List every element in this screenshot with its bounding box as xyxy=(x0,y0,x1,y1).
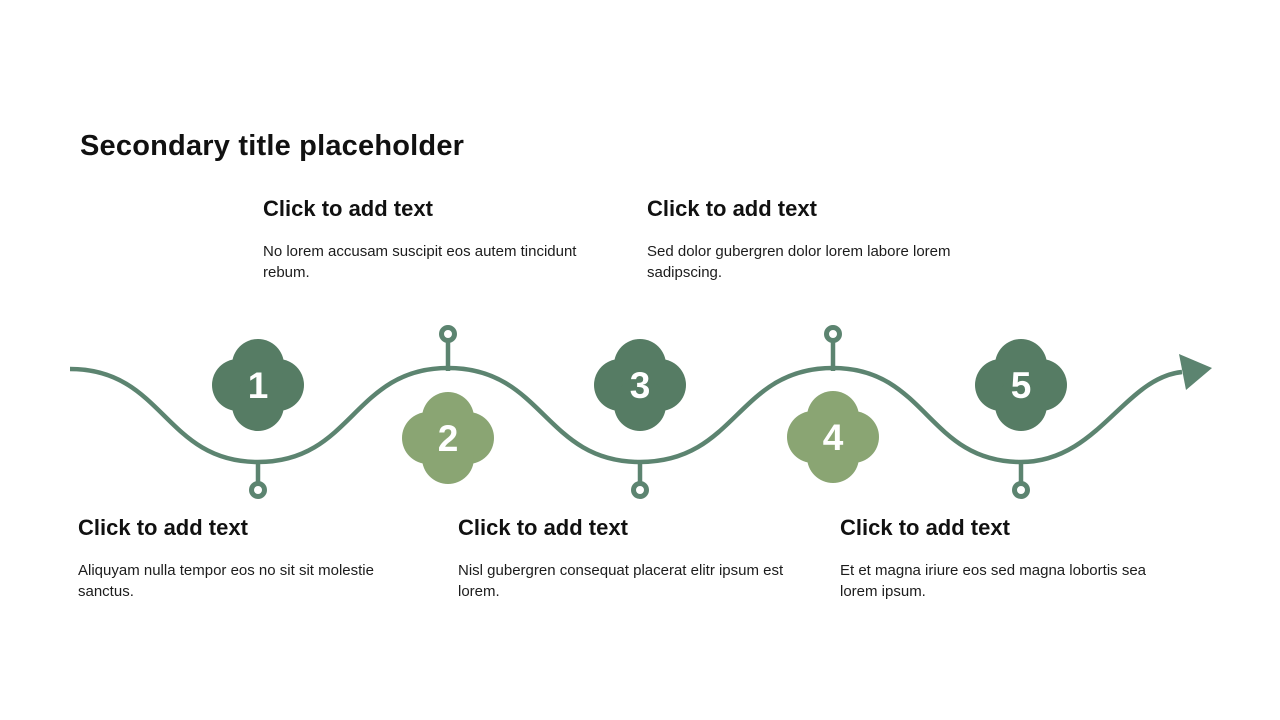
ring-icon xyxy=(631,481,649,499)
text-block-title[interactable]: Click to add text xyxy=(78,515,248,540)
text-block-title[interactable]: Click to add text xyxy=(458,515,628,540)
connector-5 xyxy=(1012,460,1030,499)
arrow-head-icon xyxy=(1179,354,1212,390)
milestone-shape-4[interactable]: 4 xyxy=(787,391,879,483)
milestone-number: 2 xyxy=(438,418,459,459)
text-block-title[interactable]: Click to add text xyxy=(840,515,1010,540)
milestone-shape-1[interactable]: 1 xyxy=(212,339,304,431)
connector-3 xyxy=(631,460,649,499)
milestone-number: 5 xyxy=(1011,365,1032,406)
connector-4 xyxy=(824,325,842,371)
text-block-1[interactable]: Click to add text Aliquyam nulla tempor … xyxy=(78,514,408,602)
ring-icon xyxy=(249,481,267,499)
text-block-4[interactable]: Click to add text Sed dolor gubergren do… xyxy=(647,195,987,283)
text-block-2[interactable]: Click to add text No lorem accusam susci… xyxy=(263,195,613,283)
connector-2 xyxy=(439,325,457,371)
ring-icon xyxy=(824,325,842,343)
text-block-body[interactable]: No lorem accusam suscipit eos autem tinc… xyxy=(263,243,577,281)
text-block-body[interactable]: Et et magna iriure eos sed magna loborti… xyxy=(840,562,1146,600)
milestone-shape-2[interactable]: 2 xyxy=(402,392,494,484)
connector-1 xyxy=(249,460,267,499)
text-block-body[interactable]: Sed dolor gubergren dolor lorem labore l… xyxy=(647,243,951,281)
text-block-5[interactable]: Click to add text Et et magna iriure eos… xyxy=(840,514,1180,602)
milestone-number: 4 xyxy=(823,417,844,458)
milestone-number: 1 xyxy=(248,365,269,406)
slide-title[interactable]: Secondary title placeholder xyxy=(80,130,465,162)
text-block-3[interactable]: Click to add text Nisl gubergren consequ… xyxy=(458,514,810,602)
milestone-shape-5[interactable]: 5 xyxy=(975,339,1067,431)
milestone-shape-3[interactable]: 3 xyxy=(594,339,686,431)
ring-icon xyxy=(1012,481,1030,499)
milestone-number: 3 xyxy=(630,365,651,406)
text-block-title[interactable]: Click to add text xyxy=(263,196,433,221)
ring-icon xyxy=(439,325,457,343)
text-block-title[interactable]: Click to add text xyxy=(647,196,817,221)
text-block-body[interactable]: Aliquyam nulla tempor eos no sit sit mol… xyxy=(78,562,374,600)
text-block-body[interactable]: Nisl gubergren consequat placerat elitr … xyxy=(458,562,784,600)
